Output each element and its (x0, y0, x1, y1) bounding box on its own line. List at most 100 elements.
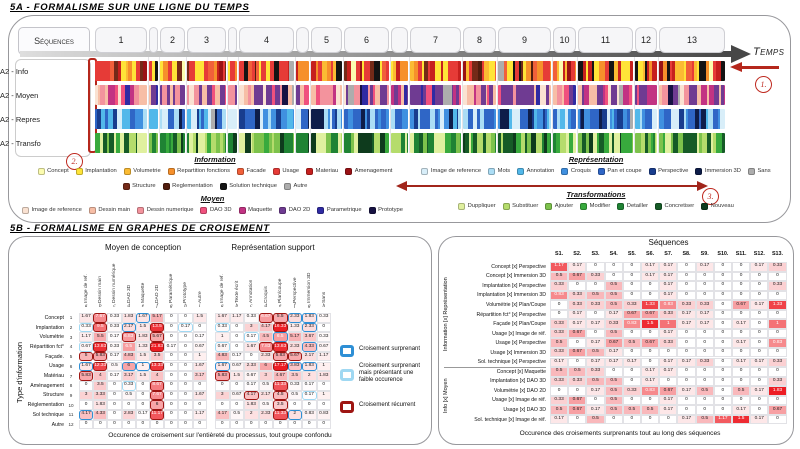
barcode-stripe (427, 61, 431, 81)
matrix-cell: 0 (192, 380, 207, 391)
barcode-stripe (670, 133, 674, 153)
matrix-cell: 0.17 (107, 351, 122, 362)
barcode-stripe (639, 133, 642, 153)
barcode-stripe (198, 109, 202, 129)
barcode-stripe (604, 61, 610, 81)
sequence-row-label: Implantation [x] Immersion 3D (477, 292, 546, 299)
annotation-3-arrow (405, 185, 699, 188)
matrix-cell: 0.33 (568, 290, 587, 301)
barcode-stripe (675, 133, 678, 153)
barcode-segment (187, 133, 226, 153)
matrix-cell: 0.67 (604, 338, 623, 348)
barcode-stripe (430, 61, 436, 81)
matrix-cell: 0.17 (192, 332, 207, 343)
legend-item: Autre (283, 182, 307, 190)
barcode-stripe (501, 85, 506, 105)
column-letter: b (99, 304, 102, 309)
sequence-tab-9: 9 (498, 27, 551, 53)
matrix-cell: 0 (677, 281, 696, 291)
legend-label: Usage (282, 168, 300, 174)
matrix-cell: 0 (750, 395, 769, 406)
barcode-stripe (440, 61, 443, 81)
matrix-cell: 0.17 (302, 390, 317, 401)
column-header: Autre (197, 291, 203, 303)
barcode-stripe (162, 85, 167, 105)
grid-line (408, 57, 410, 153)
barcode-stripe (284, 133, 287, 153)
barcode-stripe (351, 61, 356, 81)
barcode-stripe (659, 109, 664, 129)
sequence-row-label: Usage [x] Immersion 3D (490, 349, 546, 356)
barcode-stripe (239, 85, 245, 105)
matrix-cell: 0 (713, 319, 732, 329)
barcode-stripe (578, 133, 583, 153)
color-swatch (317, 206, 325, 214)
column-header: Texte écrit (234, 280, 240, 303)
matrix-cell: 0 (316, 400, 331, 410)
legend-item: Solution technique (219, 182, 277, 190)
matrix-cell: 0.5 (287, 390, 302, 401)
barcode-segment (160, 109, 185, 129)
matrix-cell: 0.17 (244, 332, 259, 343)
matrix-cell: 1.5 (135, 322, 150, 333)
matrix-cell: 0.17 (622, 357, 641, 368)
barcode-stripe (131, 133, 136, 153)
barcode-stripe (720, 109, 724, 129)
matrix-cell: 0 (768, 328, 787, 339)
matrix-cell: 0 (229, 419, 244, 430)
legend-label: Prototype (378, 207, 403, 213)
matrix-cell: 0.17 (732, 405, 751, 415)
barcode-stripe (583, 85, 589, 105)
barcode-stripe (259, 61, 262, 81)
barcode-stripe (106, 133, 109, 153)
barcode-stripe (149, 109, 154, 129)
matrix-representation-title: Représentation support (231, 243, 315, 252)
matrix-cell: 1.67 (244, 342, 259, 352)
barcode-stripe (569, 85, 574, 105)
matrix-cell: 12.33 (93, 361, 108, 372)
barcode-stripe (257, 85, 263, 105)
matrix-cell: 0 (695, 271, 714, 282)
column-letter: a (84, 304, 88, 309)
matrix-cell: 0 (215, 380, 230, 391)
barcode-stripe (521, 61, 523, 81)
barcode-stripe (578, 61, 583, 81)
barcode-stripe (265, 61, 270, 81)
matrix-row-label: Concept (44, 314, 64, 321)
matrix-cell: 0 (586, 262, 605, 272)
matrix-cell: 0 (695, 405, 714, 415)
barcode-stripe (503, 61, 507, 81)
barcode-stripe (166, 85, 171, 105)
matrix-cell: 0 (107, 410, 122, 420)
matrix-cell: 0.67 (641, 338, 660, 348)
legend-item: Dessin main (88, 206, 130, 214)
matrix-cell: 0 (713, 405, 732, 415)
barcode-stripe (338, 133, 342, 153)
matrix-cell: 1.67 (192, 361, 207, 372)
barcode-stripe (486, 133, 489, 153)
barcode-stripe (627, 109, 631, 129)
barcode-stripe (686, 133, 693, 153)
color-swatch (561, 167, 569, 175)
legend-label: Concept (47, 168, 69, 174)
barcode-stripe (391, 61, 393, 81)
legend-item: Perspective (648, 167, 688, 175)
matrix-cell: 0.17 (641, 376, 660, 387)
legend-item: Facade (237, 167, 266, 175)
barcode-stripe (716, 61, 722, 81)
barcode-stripe (217, 61, 220, 81)
matrix-row-number: 3 (69, 334, 73, 340)
barcode-stripe (529, 61, 532, 81)
column-letter: e (279, 304, 282, 309)
barcode-segment (239, 85, 294, 105)
legend-item: Concretiser (655, 202, 694, 210)
barcode-stripe (334, 133, 339, 153)
barcode-stripe (155, 85, 158, 105)
matrix-cell: 0 (244, 419, 259, 430)
color-swatch (695, 167, 703, 175)
barcode-stripe (261, 61, 266, 81)
matrix-cell: 3.33 (93, 390, 108, 401)
barcode-stripe (448, 61, 454, 81)
barcode-stripe (228, 85, 233, 105)
matrix-cell: 1.67 (215, 313, 230, 323)
